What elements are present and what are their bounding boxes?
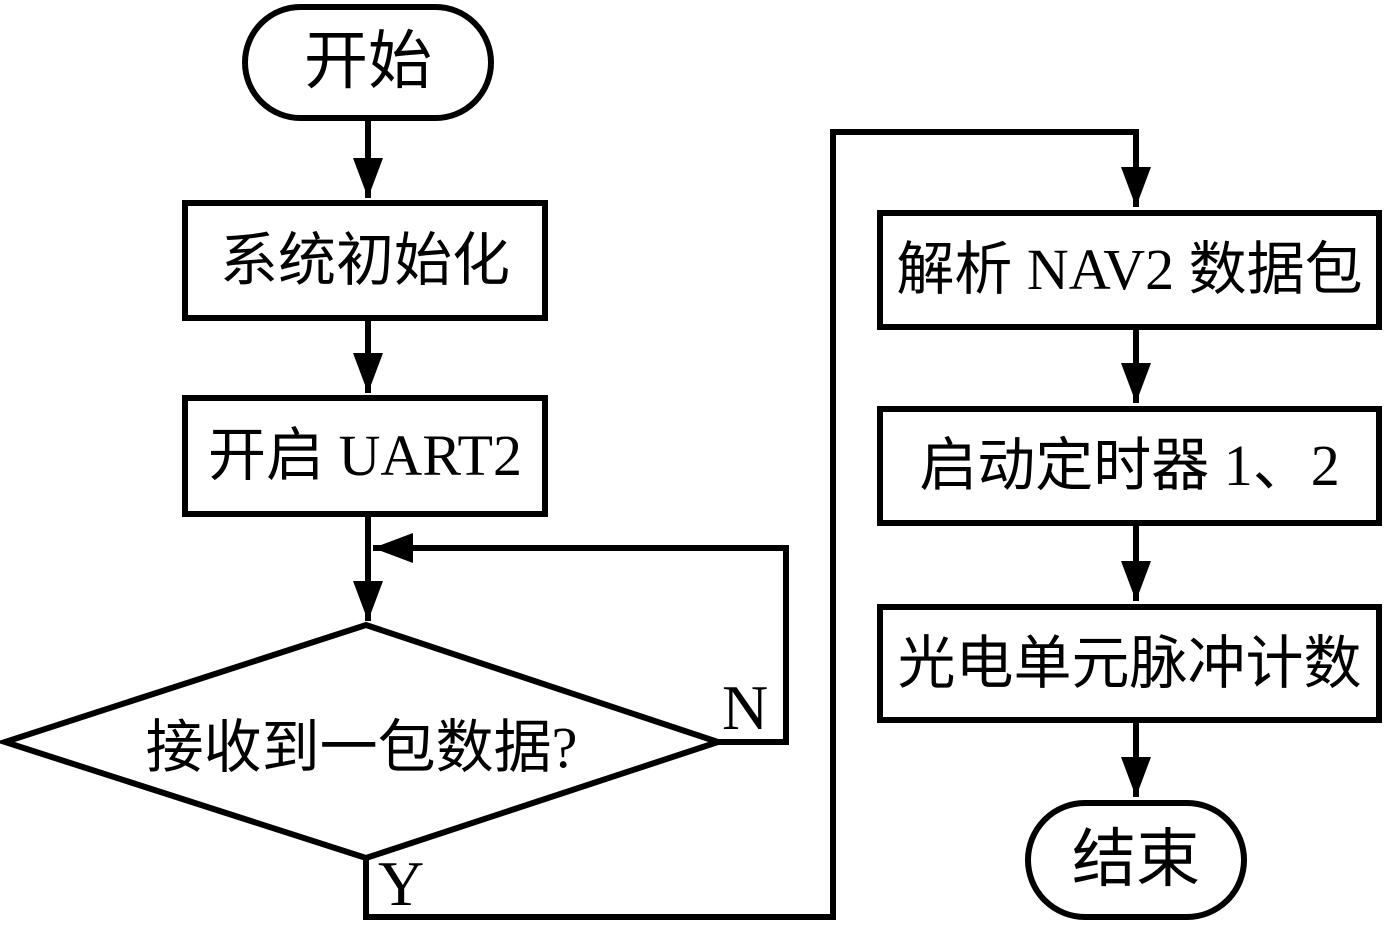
- uart-label: 开启 UART2: [208, 423, 522, 489]
- arrow-decision-yes-to-parse: [363, 129, 1151, 920]
- process-box-init: 系统初始化: [182, 200, 548, 321]
- process-box-pulse: 光电单元脉冲计数: [877, 604, 1382, 723]
- end-terminator: 结束: [1025, 800, 1247, 920]
- arrow-decision-no-loop: [373, 533, 789, 745]
- init-label: 系统初始化: [219, 227, 510, 293]
- decision-label: 接收到一包数据?: [145, 714, 578, 780]
- process-box-parse: 解析 NAV2 数据包: [877, 210, 1382, 330]
- end-label: 结束: [1072, 823, 1200, 895]
- pulse-label: 光电单元脉冲计数: [897, 630, 1362, 696]
- parse-label: 解析 NAV2 数据包: [896, 237, 1363, 303]
- timer-label: 启动定时器 1、2: [919, 433, 1340, 499]
- process-box-timer: 启动定时器 1、2: [877, 406, 1382, 526]
- branch-label-yes: Y: [378, 848, 425, 919]
- start-label: 开始: [304, 26, 432, 98]
- start-terminator: 开始: [242, 4, 494, 121]
- decision-diamond-label-area: 接收到一包数据?: [5, 625, 718, 858]
- decision-diamond-shape: [0, 621, 728, 862]
- branch-label-no: N: [722, 672, 769, 743]
- process-box-uart: 开启 UART2: [182, 395, 548, 517]
